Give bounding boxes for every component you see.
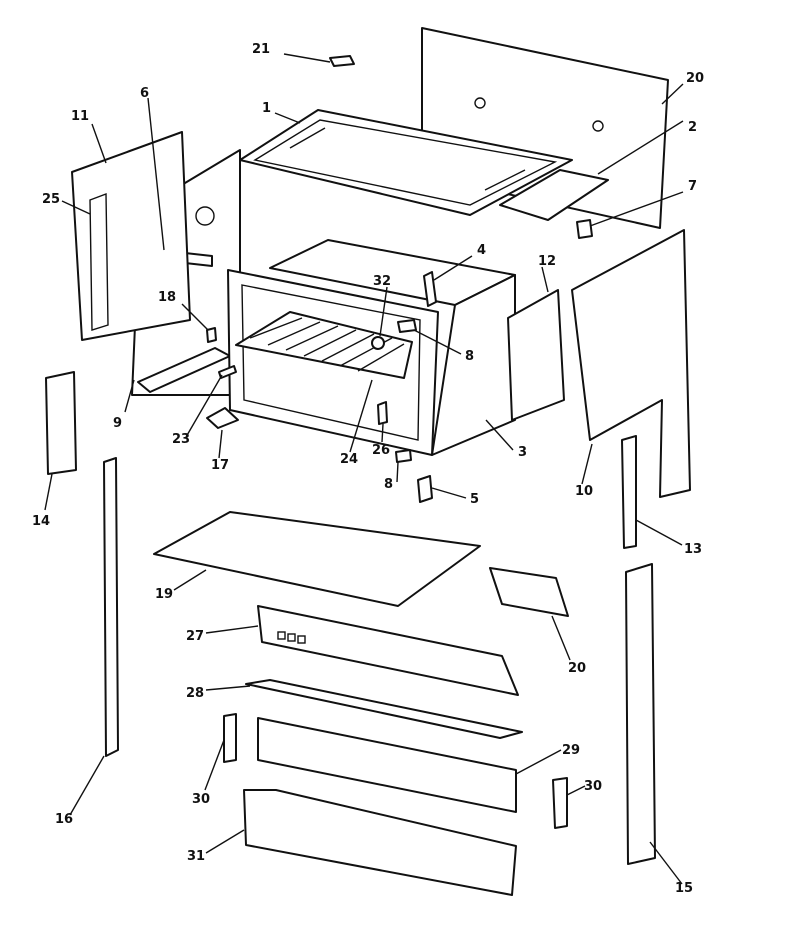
callout-label: 30 (584, 779, 602, 794)
callout-label: 12 (538, 254, 556, 269)
door-hinge (417, 475, 433, 503)
callout-label: 15 (675, 881, 693, 896)
callout-label: 3 (518, 445, 527, 460)
clip-part (329, 55, 355, 67)
clip-part (218, 365, 237, 379)
clip-part (397, 319, 417, 333)
channel-bracket (489, 567, 569, 617)
oven-rack (235, 311, 413, 379)
top-rear-bracket (499, 169, 609, 221)
oven-knob (371, 336, 385, 350)
callout-label: 31 (187, 849, 205, 864)
rear-panel-hole (592, 120, 604, 132)
callout-label: 28 (186, 686, 204, 701)
kick-plate (243, 789, 517, 896)
clip-part (395, 449, 412, 463)
callout-label: 18 (158, 290, 176, 305)
callout-label: 16 (55, 812, 73, 827)
callout-label: 30 (192, 792, 210, 807)
side-panel-hole (195, 206, 215, 226)
door-hinge (423, 271, 437, 307)
callout-label: 14 (32, 514, 50, 529)
callout-label: 9 (113, 416, 122, 431)
callout-label: 24 (340, 452, 358, 467)
callout-label: 25 (42, 192, 60, 207)
right-long-upright (625, 563, 656, 865)
drawer-front (257, 717, 517, 813)
trim-strip (245, 679, 523, 739)
callout-label: 20 (568, 661, 586, 676)
callout-label: 10 (575, 484, 593, 499)
clip-part (576, 219, 593, 239)
right-upright (621, 435, 637, 549)
callout-label: 4 (477, 243, 486, 258)
insulation-panel (507, 289, 565, 421)
callout-label: 2 (688, 120, 697, 135)
callout-label: 20 (686, 71, 704, 86)
rear-panel-hole (474, 97, 486, 109)
right-side-panel (571, 229, 691, 498)
callout-label: 27 (186, 629, 204, 644)
callout-label: 6 (140, 86, 149, 101)
oven-door-opening (241, 284, 421, 441)
control-buttons (277, 631, 306, 644)
clip-part (206, 407, 239, 429)
clip-part (206, 327, 217, 343)
drawer-post (552, 777, 568, 829)
callout-label: 8 (384, 477, 393, 492)
callout-label: 21 (252, 42, 270, 57)
left-upright (103, 457, 119, 757)
callout-labels: 21 1 2 6 7 20 11 25 4 12 32 8 18 9 23 17… (32, 42, 704, 896)
left-trim-panel (71, 131, 191, 341)
bottom-panel (153, 511, 481, 607)
cooktop-frame-inner (253, 119, 558, 206)
clip-part (377, 401, 388, 425)
callout-label: 7 (688, 179, 697, 194)
callout-label: 19 (155, 587, 173, 602)
callout-label: 17 (211, 458, 229, 473)
drawer-post (223, 713, 237, 763)
control-panel (257, 605, 519, 696)
frame-slot (484, 169, 526, 191)
callout-label: 29 (562, 743, 580, 758)
leader-lines (44, 53, 684, 885)
callout-label: 23 (172, 432, 190, 447)
frame-slot (289, 127, 326, 149)
callout-label: 13 (684, 542, 702, 557)
callout-label: 8 (465, 349, 474, 364)
callout-label: 5 (470, 492, 479, 507)
callout-label: 32 (373, 274, 391, 289)
trim-bracket (45, 371, 77, 475)
callout-label: 11 (71, 109, 89, 124)
left-trim-strip (89, 192, 109, 331)
callout-label: 26 (372, 443, 390, 458)
callout-label: 1 (262, 101, 271, 116)
oven-cavity-side (431, 274, 516, 456)
